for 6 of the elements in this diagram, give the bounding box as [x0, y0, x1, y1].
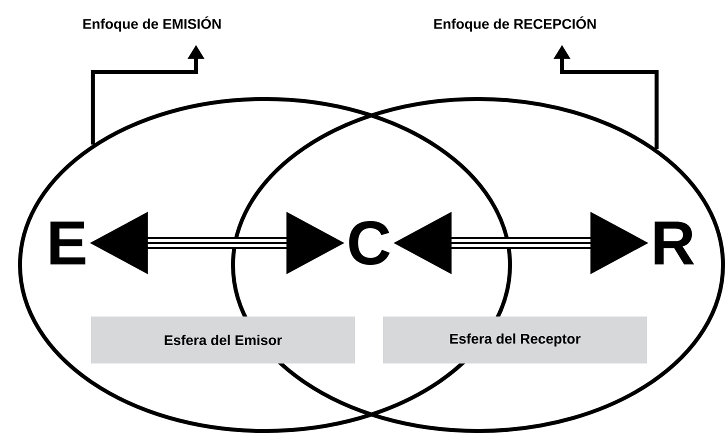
heading-text: Enfoque de EMISIÓN	[83, 16, 221, 32]
letter-label: R	[654, 222, 694, 264]
letter-label: E	[50, 222, 86, 264]
sphere-ellipse	[231, 97, 725, 433]
letter-label: C	[349, 221, 390, 265]
heading-text: Enfoque de RECEPCIÓN	[434, 16, 596, 32]
